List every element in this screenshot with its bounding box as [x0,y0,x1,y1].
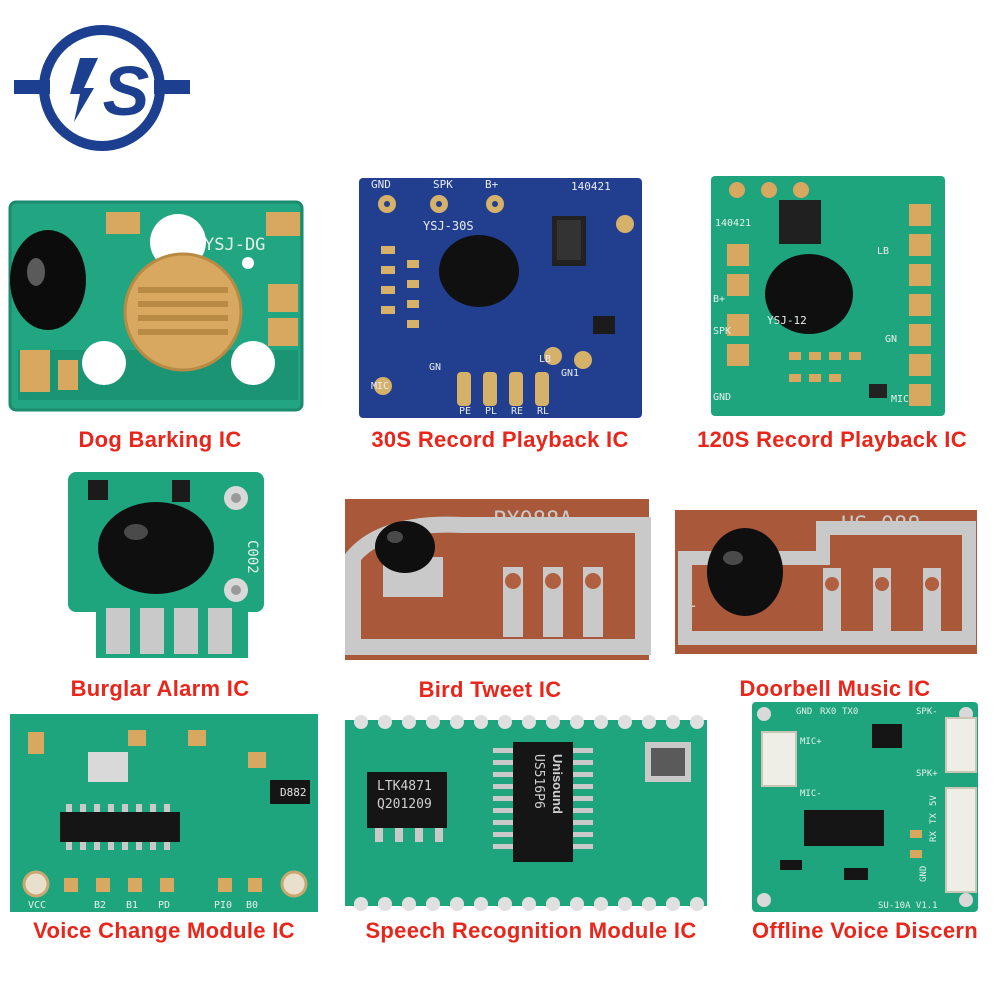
silk-label: TX [929,813,939,824]
caption-bird-tweet: Bird Tweet IC [418,677,562,702]
silk-label: GN1 [561,368,579,379]
silk-label: YSJ-12 [767,314,807,327]
silk-label: SPK [433,178,453,191]
voice-change-board: D882 VCC B2 B1 PD PI0 B0 [8,712,320,914]
silk-label: 140421 [571,180,611,193]
silk-label: TX0 [842,707,858,717]
silk-label: VCC [28,900,46,911]
silk-label: MIC- [800,789,822,799]
caption-speech-recognition: Speech Recognition Module IC [365,918,697,943]
silk-label: GND [919,866,929,882]
silk-label: US516P6 [531,754,546,809]
caption-doorbell-music: Doorbell Music IC [739,676,931,701]
silk-label: GND [371,178,391,191]
silk-label: SPK- [916,707,938,717]
silk-label: PX088A [493,508,572,533]
logo-letter: S [103,52,150,130]
silk-label: 5V [929,795,939,806]
caption-voice-change: Voice Change Module IC [33,918,295,943]
silk-label: PL [485,406,497,417]
silk-label: C002 [244,540,260,574]
silk-label: + [685,596,696,617]
doorbell-music-board: HS-088 + [673,508,979,656]
silk-label: D882 [280,786,307,799]
silk-label: GND [713,392,731,403]
silk-label: RE [511,406,523,417]
caption-dog-barking: Dog Barking IC [78,427,242,452]
caption-offline-voice: Offline Voice Discern [752,918,978,943]
brand-logo: S [14,20,190,156]
silk-label: MIC [371,381,389,392]
record-30s-board: GND SPK B+ 140421 YSJ-30S MIC GN LB GN1 … [357,176,644,420]
caption-record-30s: 30S Record Playback IC [371,427,629,452]
silk-label: RX0 [820,707,836,717]
silk-label: B2 [94,900,106,911]
silk-label: LB [877,246,889,257]
silk-label: MIC [891,394,909,405]
silk-label: B+ [485,178,499,191]
silk-label: B1 [126,900,138,911]
caption-record-120s: 120S Record Playback IC [697,427,967,452]
offline-voice-board: GND RX0 TX0 SPK- SPK+ MIC+ MIC- GND RX T… [750,700,980,914]
silk-label: RL [537,406,549,417]
speech-recognition-board: LTK4871 Q201209 Unisound US516P6 [343,712,709,914]
silk-label: B0 [246,900,258,911]
silk-label: SPK+ [916,769,938,779]
silk-label: MIC+ [800,737,822,747]
silk-label: Unisound [550,754,565,814]
silk-label: LTK4871 [377,779,432,794]
silk-label: SU-10A V1.1 [878,901,938,911]
caption-burglar-alarm: Burglar Alarm IC [70,676,250,701]
silk-label: YSJ-30S [423,219,474,233]
silk-label: B+ [713,294,725,305]
silk-label: GN [429,362,441,373]
dog-barking-board: YSJ-DG [8,200,304,412]
silk-label: SPK [713,326,731,337]
silk-label: PE [459,406,471,417]
silk-label: 140421 [715,218,751,229]
silk-label: LB [539,354,551,365]
silk-label: Q201209 [377,797,432,812]
record-120s-board: 140421 YSJ-12 B+ SPK GND LB GN MIC [709,174,947,418]
silk-label: PI0 [214,900,232,911]
silk-label: HS-088 [841,513,920,538]
silk-label: GND [796,707,812,717]
silk-label: GN [885,334,897,345]
silk-label: PD [158,900,170,911]
silk-label: YSJ-DG [204,235,265,255]
bird-tweet-board: PX088A [343,497,651,662]
silk-label: RX [929,831,939,842]
burglar-alarm-board: C002 [52,470,270,660]
